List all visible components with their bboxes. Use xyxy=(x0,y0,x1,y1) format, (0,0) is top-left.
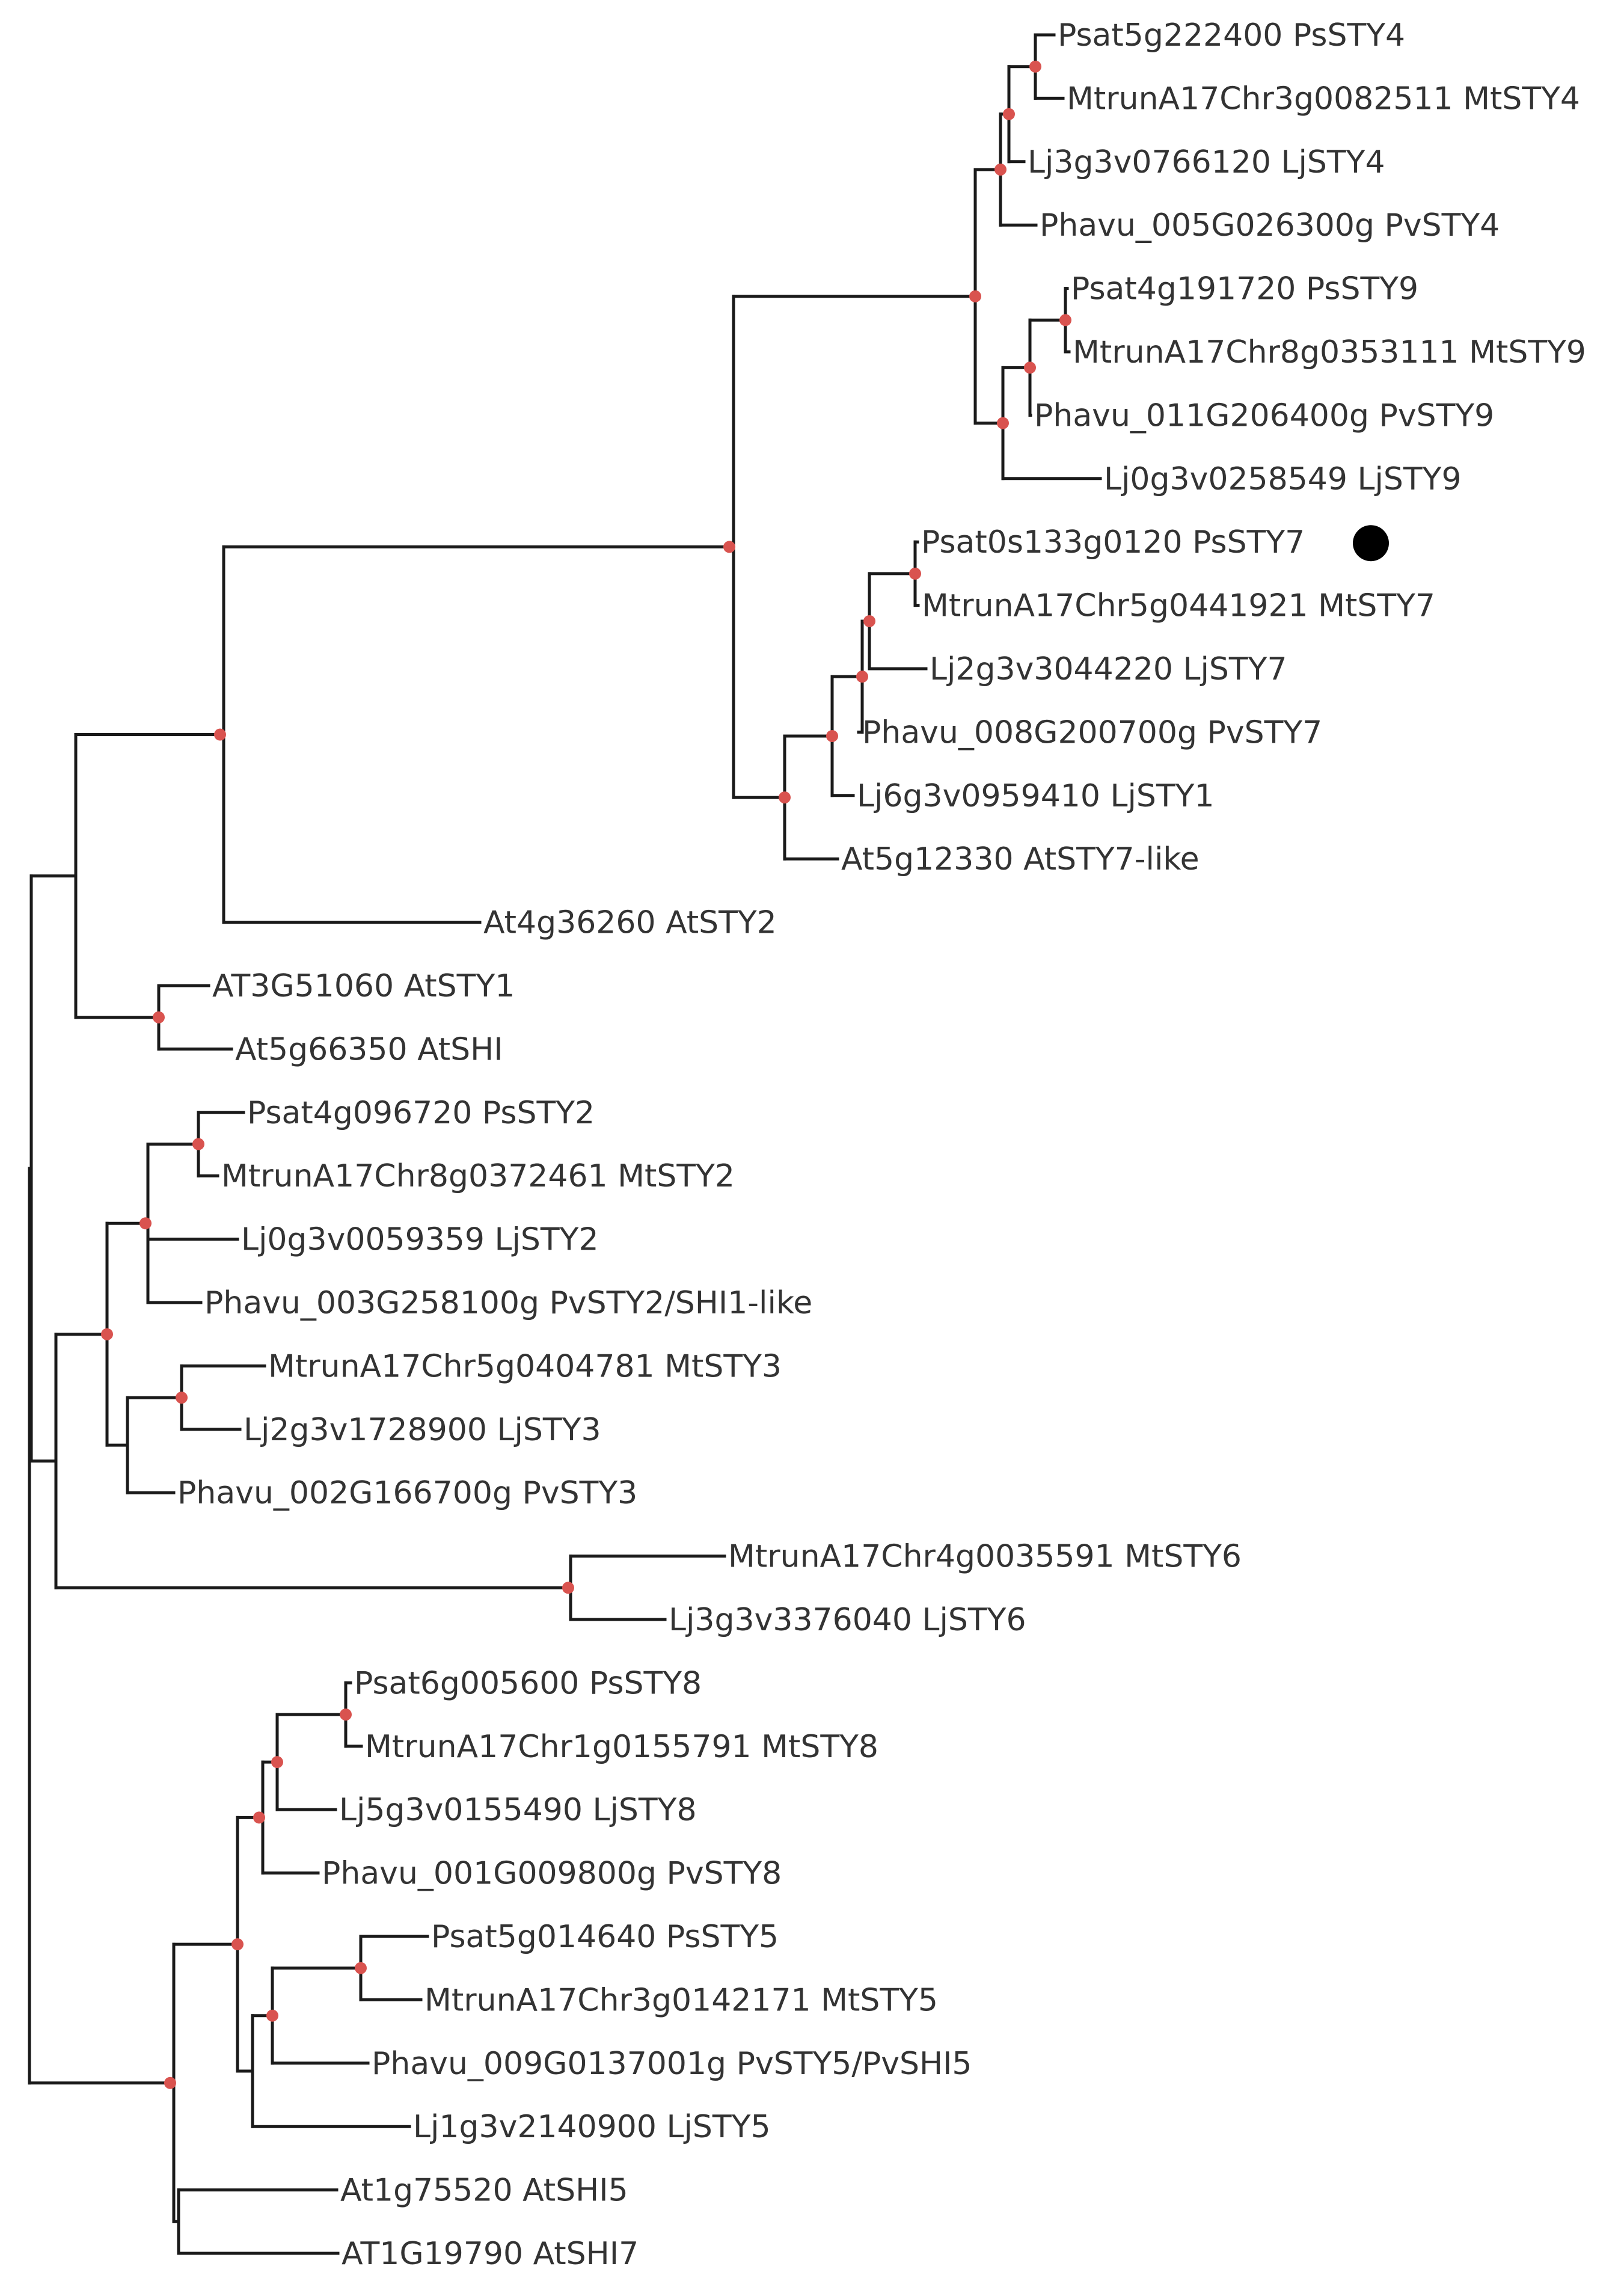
leaf-label: At5g12330 AtSTY7-like xyxy=(841,841,1200,877)
support-node-dot xyxy=(779,791,791,804)
leaf-label: At1g75520 AtSHI5 xyxy=(340,2173,628,2209)
leaf-label: Psat5g014640 PsSTY5 xyxy=(431,1919,779,1955)
support-node-dot xyxy=(176,1392,188,1404)
support-node-dot xyxy=(909,567,921,580)
leaf-label: Psat0s133g0120 PsSTY7 xyxy=(921,524,1305,560)
leaf-label: Lj3g3v0766120 LjSTY4 xyxy=(1028,144,1385,180)
leaf-label: Psat4g096720 PsSTY2 xyxy=(247,1095,595,1131)
leaf-label: Psat5g222400 PsSTY4 xyxy=(1058,17,1405,54)
leaf-label: MtrunA17Chr8g0353111 MtSTY9 xyxy=(1073,334,1586,370)
leaf-label: Psat4g191720 PsSTY9 xyxy=(1071,271,1418,307)
highlight-marker-dot xyxy=(1353,525,1389,562)
support-node-dot xyxy=(355,1962,367,1974)
support-node-dot xyxy=(214,728,226,741)
leaf-label: Phavu_001G009800g PvSTY8 xyxy=(322,1856,782,1892)
support-node-dot xyxy=(1024,361,1036,374)
support-node-dot xyxy=(1029,60,1041,73)
support-node-dot xyxy=(271,1756,283,1769)
leaf-label: Lj2g3v1728900 LjSTY3 xyxy=(244,1412,601,1448)
leaf-label: Lj6g3v0959410 LjSTY1 xyxy=(857,778,1215,814)
support-node-dot xyxy=(1003,108,1015,120)
leaf-label: Lj3g3v3376040 LjSTY6 xyxy=(669,1602,1026,1638)
support-node-dot xyxy=(1059,314,1071,327)
tree-nodes xyxy=(101,60,1071,2089)
leaf-label: Lj0g3v0258549 LjSTY9 xyxy=(1104,461,1462,497)
leaf-label: Lj1g3v2140900 LjSTY5 xyxy=(413,2109,771,2145)
support-node-dot xyxy=(139,1217,152,1230)
support-node-dot xyxy=(101,1328,113,1340)
support-node-dot xyxy=(723,541,735,553)
leaf-label: MtrunA17Chr1g0155791 MtSTY8 xyxy=(365,1729,878,1765)
leaf-label: Psat6g005600 PsSTY8 xyxy=(354,1665,702,1701)
tree-markers xyxy=(1353,525,1389,562)
support-node-dot xyxy=(266,2009,278,2022)
leaf-label: Phavu_011G206400g PvSTY9 xyxy=(1034,398,1494,434)
support-node-dot xyxy=(562,1582,574,1594)
leaf-label: Phavu_003G258100g PvSTY2/SHI1-like xyxy=(204,1285,812,1321)
leaf-label: MtrunA17Chr5g0404781 MtSTY3 xyxy=(268,1348,782,1384)
support-node-dot xyxy=(192,1138,204,1150)
leaf-label: Phavu_002G166700g PvSTY3 xyxy=(177,1475,637,1511)
leaf-label: Phavu_005G026300g PvSTY4 xyxy=(1040,207,1500,244)
leaf-label: Lj0g3v0059359 LjSTY2 xyxy=(241,1222,599,1258)
support-node-dot xyxy=(231,1938,244,1951)
leaf-label: Lj2g3v3044220 LjSTY7 xyxy=(930,651,1287,687)
leaf-label: MtrunA17Chr3g0142171 MtSTY5 xyxy=(424,1982,938,2018)
tree-labels: Psat5g222400 PsSTY4MtrunA17Chr3g0082511 … xyxy=(177,17,1586,2272)
leaf-label: At5g66350 AtSHI xyxy=(235,1031,503,1067)
leaf-label: Phavu_009G0137001g PvSTY5/PvSHI5 xyxy=(372,2046,972,2082)
leaf-label: Phavu_008G200700g PvSTY7 xyxy=(862,714,1322,751)
leaf-label: AT3G51060 AtSTY1 xyxy=(212,968,515,1004)
leaf-label: Lj5g3v0155490 LjSTY8 xyxy=(339,1792,697,1828)
leaf-label: MtrunA17Chr3g0082511 MtSTY4 xyxy=(1067,81,1580,117)
support-node-dot xyxy=(994,163,1007,176)
leaf-label: MtrunA17Chr8g0372461 MtSTY2 xyxy=(221,1158,735,1194)
leaf-label: MtrunA17Chr5g0441921 MtSTY7 xyxy=(922,588,1435,624)
leaf-label: At4g36260 AtSTY2 xyxy=(483,905,777,941)
support-node-dot xyxy=(863,615,875,627)
support-node-dot xyxy=(340,1708,352,1721)
support-node-dot xyxy=(164,2077,176,2089)
support-node-dot xyxy=(826,729,838,742)
leaf-label: AT1G19790 AtSHI7 xyxy=(342,2236,639,2272)
support-node-dot xyxy=(856,671,868,683)
support-node-dot xyxy=(153,1011,165,1024)
support-node-dot xyxy=(997,417,1009,429)
support-node-dot xyxy=(969,290,981,302)
support-node-dot xyxy=(253,1811,265,1824)
leaf-label: MtrunA17Chr4g0035591 MtSTY6 xyxy=(728,1539,1242,1575)
